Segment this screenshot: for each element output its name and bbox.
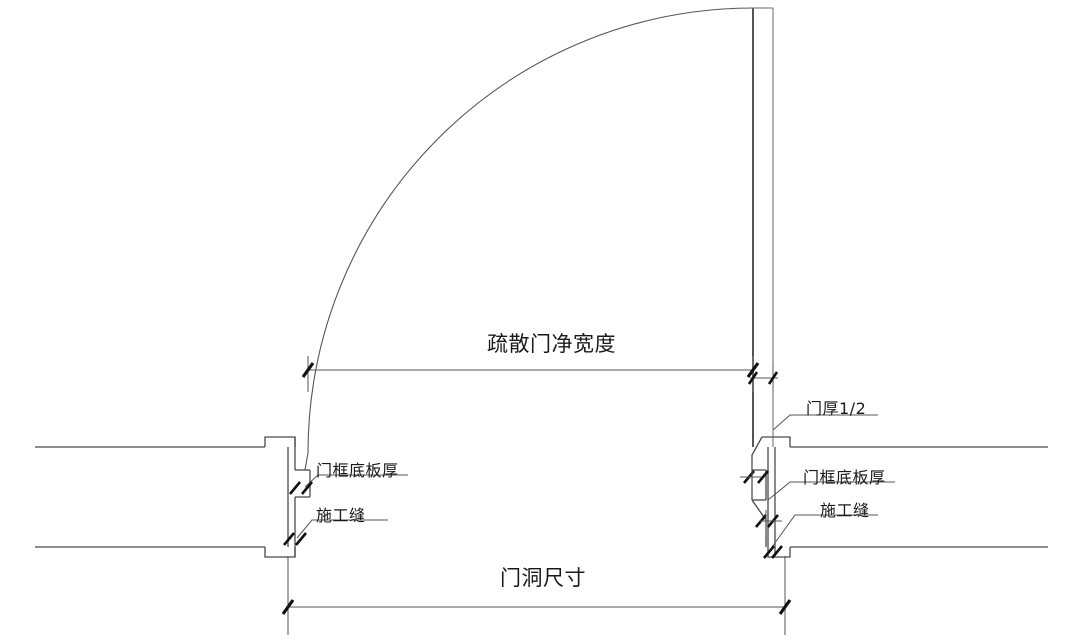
door-thickness-dimension	[747, 362, 878, 431]
right-callout-leaders	[740, 466, 895, 559]
door-swing-arc	[304, 7, 754, 471]
right-wall	[751, 436, 1048, 558]
opening-size-dimension	[281, 556, 792, 635]
clear-width-dimension	[301, 356, 760, 392]
label-frame-base-plate-thickness-left: 门框底板厚	[316, 461, 399, 480]
label-opening-size: 门洞尺寸	[500, 566, 586, 590]
label-clear-width: 疏散门净宽度	[487, 332, 616, 356]
left-callout-leaders	[283, 474, 408, 546]
left-wall	[35, 436, 311, 558]
label-frame-base-plate-thickness-right: 门框底板厚	[803, 468, 886, 487]
label-construction-joint-left: 施工缝	[316, 506, 366, 525]
label-construction-joint-right: 施工缝	[820, 501, 870, 520]
label-door-thickness-half: 门厚1/2	[806, 399, 867, 418]
